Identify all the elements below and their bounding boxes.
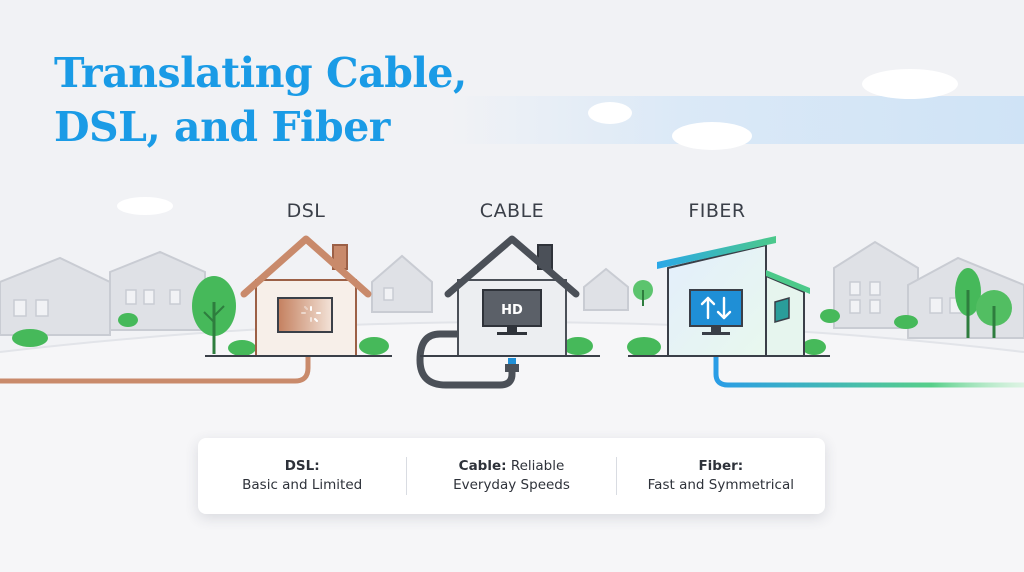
cable-summary: Cable: Reliable Everyday Speeds [406, 457, 615, 495]
dsl-summary: DSL: Basic and Limited [198, 457, 406, 495]
cable-summary-description-line-2: Everyday Speeds [453, 477, 570, 493]
dsl-house-label: DSL [286, 200, 326, 222]
fiber-summary-description: Fast and Symmetrical [647, 477, 794, 493]
fiber-house [627, 236, 830, 357]
bush-icon [12, 309, 918, 347]
fiber-cable [713, 353, 1024, 388]
cable-summary-description-line-1: Reliable [510, 458, 565, 474]
speed-summary-card: DSL: Basic and Limited Cable: Reliable E… [198, 438, 825, 514]
cable-house-label: CABLE [479, 200, 545, 222]
cloud-icon [117, 69, 958, 215]
page-title: Translating Cable, DSL, and Fiber [54, 46, 467, 154]
upload-download-arrows-icon [700, 296, 732, 320]
dsl-summary-name: DSL: [284, 458, 320, 474]
page-title-line-1: Translating Cable, [54, 49, 467, 97]
tree-icon [955, 268, 1012, 338]
cable-summary-name: Cable: [458, 458, 507, 474]
page-title-line-2: DSL, and Fiber [54, 103, 390, 151]
background-windows [13, 281, 963, 317]
dsl-cable [0, 349, 311, 384]
fiber-summary: Fiber: Fast and Symmetrical [615, 457, 825, 495]
cable-house [420, 235, 600, 372]
fiber-house-label: FIBER [688, 200, 746, 222]
tree-icon [633, 280, 653, 306]
loading-spinner-icon [301, 306, 321, 322]
hd-screen-label: HD [501, 303, 523, 318]
fiber-summary-name: Fiber: [698, 458, 744, 474]
tree-icon [192, 276, 236, 354]
dsl-house [205, 235, 392, 357]
cable-coax [416, 330, 516, 389]
dsl-summary-description: Basic and Limited [242, 477, 363, 493]
